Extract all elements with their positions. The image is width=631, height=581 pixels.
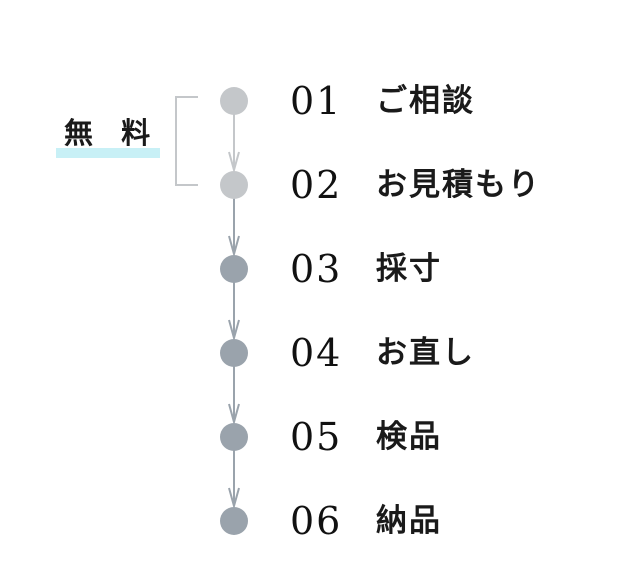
step-number-01: 01 bbox=[290, 79, 343, 123]
step-number-04: 04 bbox=[290, 331, 343, 375]
step-label-03: 採寸 bbox=[376, 251, 442, 287]
arrowhead-02-03 bbox=[228, 235, 240, 258]
step-number-05: 05 bbox=[290, 415, 343, 459]
step-label-02: お見積もり bbox=[376, 167, 541, 203]
arrowhead-03-04 bbox=[228, 319, 240, 342]
free-highlight bbox=[56, 148, 160, 158]
step-label-04: お直し bbox=[376, 335, 475, 371]
step-node-06 bbox=[220, 507, 248, 535]
arrowhead-05-06 bbox=[228, 487, 240, 510]
step-node-01 bbox=[220, 87, 248, 115]
step-node-03 bbox=[220, 255, 248, 283]
step-label-05: 検品 bbox=[376, 419, 442, 455]
step-node-02 bbox=[220, 171, 248, 199]
step-label-06: 納品 bbox=[376, 503, 442, 539]
step-node-04 bbox=[220, 339, 248, 367]
free-label: 無 料 bbox=[64, 116, 160, 150]
step-number-02: 02 bbox=[290, 163, 343, 207]
step-label-01: ご相談 bbox=[376, 83, 475, 119]
free-bracket bbox=[175, 96, 198, 186]
step-number-03: 03 bbox=[290, 247, 343, 291]
arrowhead-04-05 bbox=[228, 403, 240, 426]
step-number-06: 06 bbox=[290, 499, 343, 543]
arrowhead-01-02 bbox=[228, 151, 240, 174]
nodes bbox=[220, 87, 248, 535]
step-node-05 bbox=[220, 423, 248, 451]
